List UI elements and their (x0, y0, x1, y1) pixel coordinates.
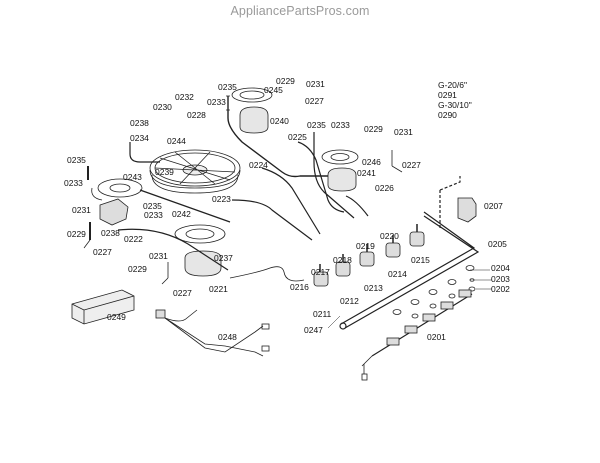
right-burner (313, 132, 403, 219)
part-label-0233[interactable]: 0233 (64, 178, 83, 188)
part-label-0222[interactable]: 0222 (124, 234, 143, 244)
part-label-0235[interactable]: 0235 (67, 155, 86, 165)
part-label-0214[interactable]: 0214 (388, 269, 407, 279)
part-label-0241[interactable]: 0241 (357, 168, 376, 178)
part-label-0216[interactable]: 0216 (290, 282, 309, 292)
part-label-0223[interactable]: 0223 (212, 194, 231, 204)
part-label-0225[interactable]: 0225 (288, 132, 307, 142)
part-label-0235[interactable]: 0235 (143, 201, 162, 211)
part-label-0235[interactable]: 0235 (218, 82, 237, 92)
part-label-0227[interactable]: 0227 (173, 288, 192, 298)
switch-harness-0201 (361, 289, 473, 381)
gas-manifold-0205 (339, 176, 480, 330)
part-label-0244[interactable]: 0244 (167, 136, 186, 146)
leader-lines (327, 269, 492, 329)
part-label-0245[interactable]: 0245 (264, 85, 283, 95)
part-label-0221[interactable]: 0221 (209, 284, 228, 294)
legend-part-number-2: 0290 (438, 110, 457, 120)
part-label-0217[interactable]: 0217 (311, 267, 330, 277)
part-label-0220[interactable]: 0220 (380, 231, 399, 241)
burner-ring-0244 (149, 149, 241, 187)
part-label-0246[interactable]: 0246 (362, 157, 381, 167)
part-label-0231[interactable]: 0231 (72, 205, 91, 215)
part-label-0229[interactable]: 0229 (67, 229, 86, 239)
part-label-0239[interactable]: 0239 (155, 167, 174, 177)
part-label-0240[interactable]: 0240 (270, 116, 289, 126)
part-label-0213[interactable]: 0213 (364, 283, 383, 293)
burner-cap-0243 (97, 178, 143, 198)
part-label-0201[interactable]: 0201 (427, 332, 446, 342)
left-burner-assembly (83, 166, 231, 249)
part-label-0242[interactable]: 0242 (172, 209, 191, 219)
part-label-0205[interactable]: 0205 (488, 239, 507, 249)
part-label-0234[interactable]: 0234 (130, 133, 149, 143)
part-label-0215[interactable]: 0215 (411, 255, 430, 265)
valve-0213 (359, 251, 375, 267)
part-label-0207[interactable]: 0207 (484, 201, 503, 211)
watermark: AppliancePartsPros.com (230, 4, 370, 18)
legend-gas-type-2: G-30/10" (438, 100, 472, 110)
regulator-0207 (457, 197, 477, 223)
part-label-0233[interactable]: 0233 (207, 97, 226, 107)
part-label-0232[interactable]: 0232 (175, 92, 194, 102)
legend-part-number-1: 0291 (438, 90, 457, 100)
part-label-0249[interactable]: 0249 (107, 312, 126, 322)
part-label-0238[interactable]: 0238 (101, 228, 120, 238)
part-label-0235[interactable]: 0235 (307, 120, 326, 130)
part-label-0218[interactable]: 0218 (333, 255, 352, 265)
valve-0214 (385, 242, 401, 258)
lower-burner (161, 224, 305, 285)
part-label-0226[interactable]: 0226 (375, 183, 394, 193)
part-label-0224[interactable]: 0224 (249, 160, 268, 170)
part-label-0231[interactable]: 0231 (394, 127, 413, 137)
wire-harness-0248 (155, 309, 270, 357)
knob-parts (392, 265, 476, 319)
part-label-0227[interactable]: 0227 (93, 247, 112, 257)
part-label-0248[interactable]: 0248 (218, 332, 237, 342)
part-label-0231[interactable]: 0231 (149, 251, 168, 261)
burner-base-0238 (99, 198, 129, 226)
part-label-0229[interactable]: 0229 (128, 264, 147, 274)
part-label-0227[interactable]: 0227 (402, 160, 421, 170)
part-label-0203[interactable]: 0203 (491, 274, 510, 284)
spark-module-0249 (71, 289, 135, 325)
part-label-0233[interactable]: 0233 (331, 120, 350, 130)
gas-tubes (117, 141, 369, 271)
part-label-0247[interactable]: 0247 (304, 325, 323, 335)
valve-0211 (313, 271, 329, 287)
part-label-0229[interactable]: 0229 (276, 76, 295, 86)
large-center-burner (149, 149, 241, 194)
gas-type-legend: G-20/6" 0291 G-30/10" 0290 (438, 80, 472, 120)
part-label-0233[interactable]: 0233 (144, 210, 163, 220)
legend-gas-type-1: G-20/6" (438, 80, 468, 90)
part-label-0204[interactable]: 0204 (491, 263, 510, 273)
part-label-0229[interactable]: 0229 (364, 124, 383, 134)
valve-0215 (409, 231, 425, 247)
part-label-0211[interactable]: 0211 (313, 309, 332, 319)
part-label-0231[interactable]: 0231 (306, 79, 325, 89)
part-label-0243[interactable]: 0243 (123, 172, 142, 182)
part-label-0228[interactable]: 0228 (187, 110, 206, 120)
part-label-0237[interactable]: 0237 (214, 253, 233, 263)
upper-burner (226, 87, 328, 178)
part-label-0227[interactable]: 0227 (305, 96, 324, 106)
part-label-0212[interactable]: 0212 (340, 296, 359, 306)
part-label-0230[interactable]: 0230 (153, 102, 172, 112)
part-label-0238[interactable]: 0238 (130, 118, 149, 128)
part-label-0202[interactable]: 0202 (491, 284, 510, 294)
valves (313, 224, 425, 287)
part-label-0219[interactable]: 0219 (356, 241, 375, 251)
